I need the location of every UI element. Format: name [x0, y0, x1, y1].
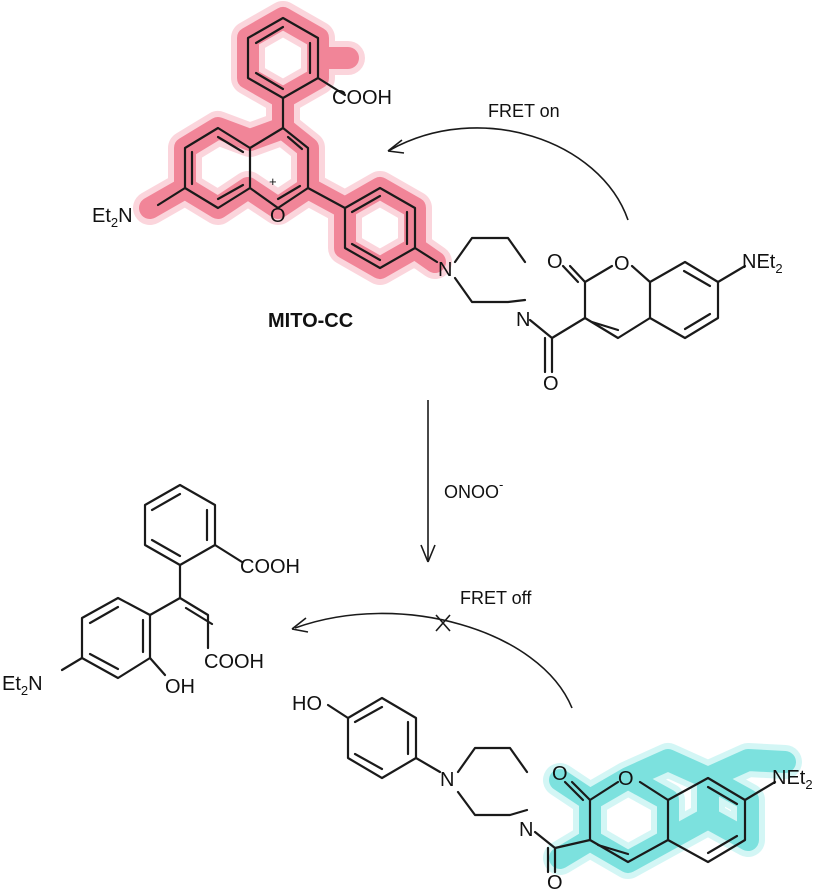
- mito-cc-structure: [156, 16, 747, 374]
- cooh-bond: [316, 76, 347, 97]
- top-net2-label: NEt2: [742, 251, 783, 276]
- cyan-fluorescence-glow: [543, 743, 802, 879]
- bottom-piperazine-ring: [456, 746, 529, 817]
- fret-off-label: FRET off: [460, 588, 532, 608]
- coumarin-ring-top: [561, 264, 614, 320]
- phenol-ring: [346, 696, 418, 780]
- fret-on-label: FRET on: [488, 101, 560, 121]
- amide-oxygen: O: [543, 373, 559, 395]
- bottom-piperazine-n2: N: [519, 819, 533, 841]
- lactone-carbonyl-oxygen: O: [547, 251, 563, 273]
- released-coumarin-structure: [326, 696, 777, 874]
- pyrylium-oxygen: O: [270, 205, 286, 227]
- bottom-net2-label: NEt2: [772, 767, 813, 792]
- bottom-amide-oxygen: O: [547, 872, 563, 889]
- benzo-ring: [183, 126, 252, 210]
- top-cooh-label: COOH: [332, 87, 392, 109]
- fret-off-arrow: [294, 612, 573, 709]
- product-aminophenol-ring: [80, 596, 152, 680]
- phenol-ho-label: HO: [292, 693, 322, 715]
- top-et2n-label: Et2N: [92, 205, 133, 230]
- oxidized-product-structure: [60, 483, 244, 680]
- piperazine-n2: N: [516, 309, 530, 331]
- fret-on-arrow: [389, 127, 629, 221]
- reagent-label: ONOO-: [444, 477, 503, 502]
- product-cooh-label-2: COOH: [204, 651, 264, 673]
- fret-blocked-cross: [435, 614, 451, 632]
- product-benzoic-ring: [143, 483, 217, 567]
- piperazine-ring: [453, 236, 527, 304]
- positive-charge: +: [269, 174, 277, 189]
- product-cooh-label-1: COOH: [240, 556, 300, 578]
- lactone-ring-oxygen: O: [614, 253, 630, 275]
- bottom-lactone-carbonyl-oxygen: O: [552, 763, 568, 785]
- compound-name-label: MITO-CC: [268, 310, 353, 332]
- piperazine-n1: N: [438, 259, 452, 281]
- bottom-piperazine-n1: N: [440, 769, 454, 791]
- product-oh-label: OH: [165, 676, 195, 698]
- bottom-lactone-ring-oxygen: O: [618, 768, 634, 790]
- product-et2n-label: Et2N: [2, 673, 43, 698]
